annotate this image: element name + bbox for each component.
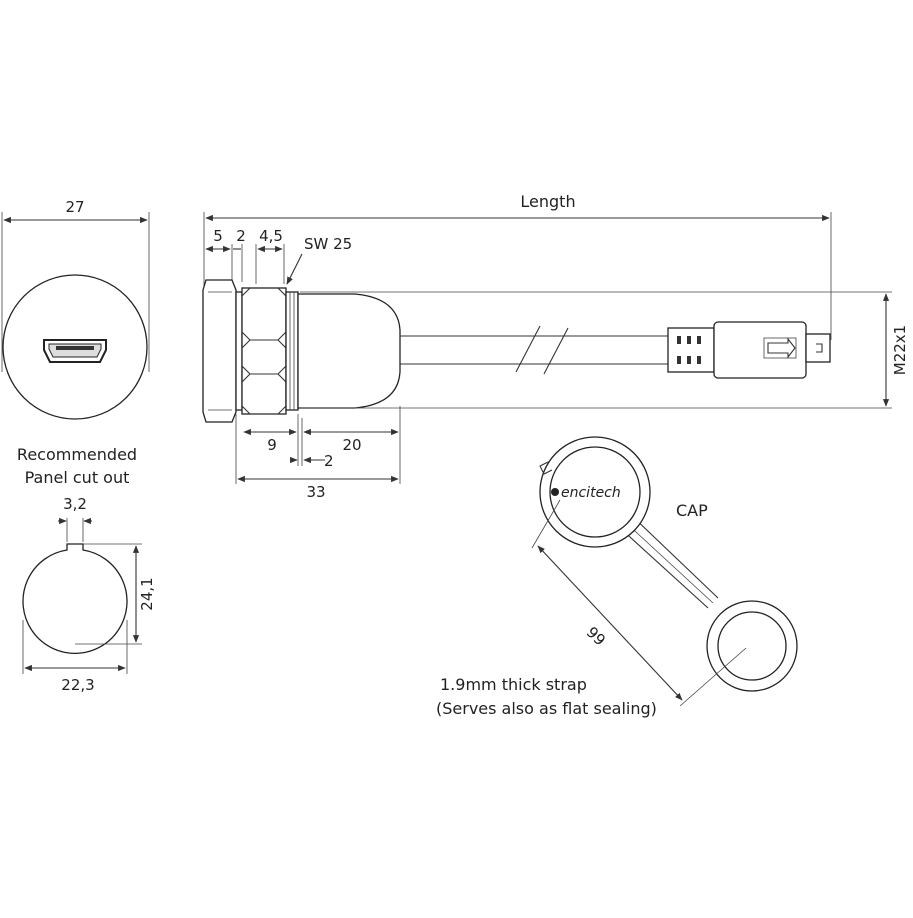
strain-relief <box>667 327 715 373</box>
connector-housing <box>297 293 401 409</box>
hex-nut <box>241 287 287 415</box>
dim-20-label: 20 <box>342 436 361 454</box>
front-view: 27 <box>1 198 150 420</box>
dim-9-label: 9 <box>267 436 277 454</box>
cutout-width-label: 22,3 <box>61 676 94 694</box>
cap-title: CAP <box>676 501 708 520</box>
connector-flange <box>202 279 237 423</box>
dim-4-5-label: 4,5 <box>259 227 283 245</box>
cap: encitech CAP 66 1.9mm thick strap (Serve… <box>436 436 798 718</box>
cutout-shape <box>22 543 128 655</box>
panel-cutout: Recommended Panel cut out 3,2 24,1 22,3 <box>17 445 156 694</box>
cutout-title-line1: Recommended <box>17 445 137 464</box>
cutout-height-label: 24,1 <box>138 577 156 610</box>
side-view: Length 5 2 4,5 SW 25 <box>202 192 909 501</box>
micro-usb-plug <box>713 321 831 379</box>
dim-5-label: 5 <box>213 227 223 245</box>
cable <box>400 325 668 375</box>
cap-brand-text: encitech <box>561 485 621 501</box>
front-width-label: 27 <box>65 198 84 216</box>
cutout-title-line2: Panel cut out <box>25 468 130 487</box>
cutout-key-label: 3,2 <box>63 495 87 513</box>
micro-usb-port-icon <box>43 339 107 363</box>
sw-label: SW 25 <box>304 235 352 253</box>
usb-arrow-icon <box>763 337 797 359</box>
length-label: Length <box>520 192 575 211</box>
dim-2-bottom-label: 2 <box>324 452 334 470</box>
dim-33-label: 33 <box>306 483 325 501</box>
strap-note-line1: 1.9mm thick strap <box>440 675 587 694</box>
strap-length-label: 66 <box>583 622 609 648</box>
dim-2-top-label: 2 <box>236 227 246 245</box>
thread-size-label: M22x1 <box>891 325 909 375</box>
strap-note-line2: (Serves also as flat sealing) <box>436 699 657 718</box>
encitech-logo: encitech <box>551 485 621 501</box>
